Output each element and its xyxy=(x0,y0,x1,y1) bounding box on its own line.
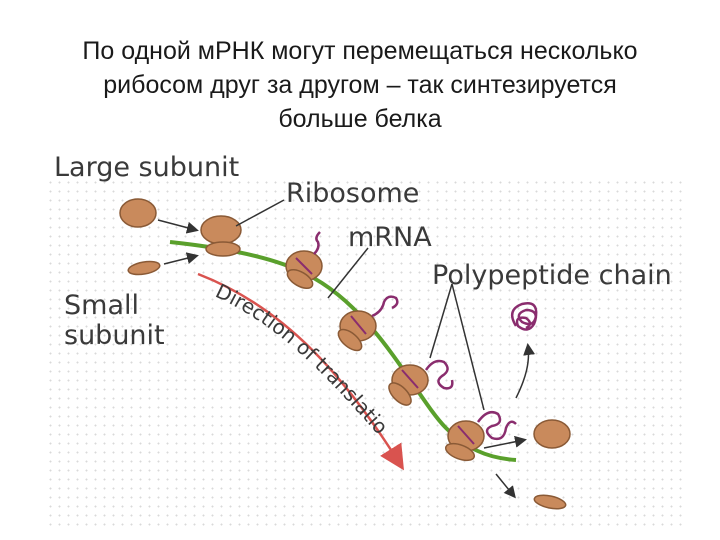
ribosome-diagram: Direction of translation xyxy=(46,148,686,528)
free-small-subunit xyxy=(127,260,161,276)
released-polypeptide xyxy=(510,302,538,331)
direction-arrow xyxy=(197,272,404,471)
small-subunit-label-line1: Small xyxy=(64,290,139,321)
ribosome-5 xyxy=(444,411,517,462)
released-small-subunit xyxy=(533,494,567,510)
dotted-background xyxy=(46,178,686,528)
released-large-subunit xyxy=(533,419,571,449)
free-large-subunit xyxy=(119,198,157,228)
title-line-3: больше белка xyxy=(278,105,442,133)
mrna-pointer xyxy=(327,247,369,299)
title-line-2: рибосом друг за другом – так синтезирует… xyxy=(103,71,617,99)
polypeptide-pointer-1 xyxy=(429,283,453,359)
small-subunit-arrow xyxy=(163,252,199,265)
polypeptide-chain-label: Polypeptide chain xyxy=(432,260,672,291)
release-small-arrow xyxy=(495,473,516,499)
release-large-arrow xyxy=(483,435,527,449)
large-subunit-arrow xyxy=(157,219,199,234)
polypeptide-pointer-2 xyxy=(451,283,485,411)
ribosome-pointer xyxy=(235,199,285,227)
release-arrow xyxy=(515,343,536,399)
ribosome-1 xyxy=(200,215,242,257)
ribosome-3 xyxy=(337,295,399,352)
large-subunit-label: Large subunit xyxy=(54,152,240,183)
diagram-graphics: Direction of translation xyxy=(46,148,571,510)
mrna-label: mRNA xyxy=(348,222,432,253)
title-line-1: По одной мРНК могут перемещаться несколь… xyxy=(82,37,638,65)
slide-title: По одной мРНК могут перемещаться несколь… xyxy=(40,34,680,136)
ribosome-4 xyxy=(388,359,454,406)
small-subunit-label-line2: subunit xyxy=(64,320,165,351)
ribosome-2 xyxy=(285,231,323,290)
ribosome-label: Ribosome xyxy=(286,178,420,209)
